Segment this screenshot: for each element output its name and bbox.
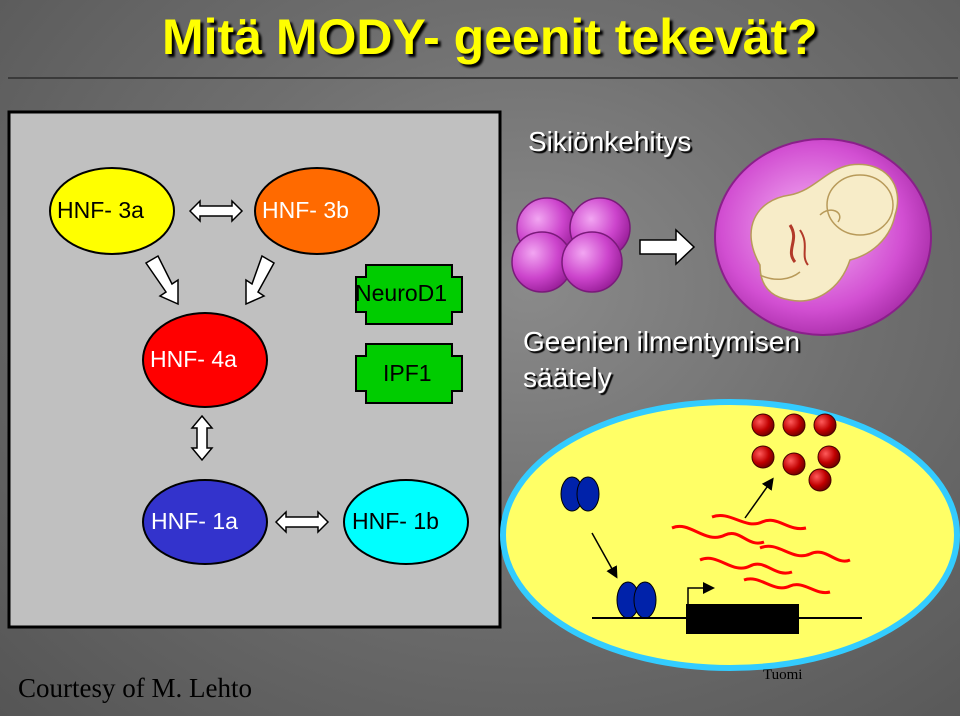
export-arrow: [744, 477, 774, 519]
hnf1b-label: HNF- 1b: [352, 508, 439, 534]
title-divider: [8, 77, 958, 79]
courtesy-credit: Courtesy of M. Lehto: [18, 673, 252, 703]
author-mark: Tuomi: [763, 667, 803, 683]
hnf4a-node: [142, 312, 268, 408]
arrow-3a-to-4a: [144, 254, 179, 306]
hnf1a-node: [142, 479, 268, 565]
protein-ball: [751, 413, 775, 437]
binding-arrow: [591, 532, 618, 579]
protein-ball: [817, 445, 841, 469]
gene-box: [686, 604, 799, 634]
protein-ball: [782, 413, 806, 437]
hnf3a-node: [49, 167, 175, 255]
embryo-heading: Sikiönkehitys: [528, 126, 692, 157]
fetus-illustration: [714, 138, 932, 336]
transcription-factor: [576, 476, 600, 512]
protein-ball: [782, 452, 806, 476]
hnf1-double-arrow: [274, 510, 330, 534]
regulation-heading-line2: säätely: [523, 362, 612, 393]
slide-title: Mitä MODY- geenit tekevät?: [162, 9, 818, 65]
hnf3b-label: HNF- 3b: [262, 197, 349, 223]
transcription-factor-bound: [633, 581, 657, 619]
regulation-heading-line1: Geenien ilmentymisen: [523, 326, 801, 357]
development-arrow: [639, 228, 696, 266]
arrow-3b-to-4a: [245, 254, 276, 306]
hnf1b-node: [343, 479, 469, 565]
transcription-start-arrow: [687, 582, 715, 604]
hnf4a-label: HNF- 4a: [150, 346, 237, 372]
hnf1a-label: HNF- 1a: [151, 508, 238, 534]
neurod1-label: NeuroD1: [355, 280, 448, 306]
ipf1-node: [355, 343, 463, 404]
neurod1-node: [355, 264, 463, 325]
hnf3b-node: [254, 167, 380, 255]
protein-ball: [808, 468, 832, 492]
mrna-strands: [671, 514, 851, 595]
hnf4a-hnf1a-double-arrow: [190, 414, 214, 462]
protein-ball: [751, 445, 775, 469]
hnf3-double-arrow: [188, 199, 244, 223]
protein-ball: [813, 413, 837, 437]
hnf3a-label: HNF- 3a: [57, 197, 144, 223]
cell-cluster-cell: [561, 231, 623, 293]
ipf1-label: IPF1: [383, 360, 432, 386]
